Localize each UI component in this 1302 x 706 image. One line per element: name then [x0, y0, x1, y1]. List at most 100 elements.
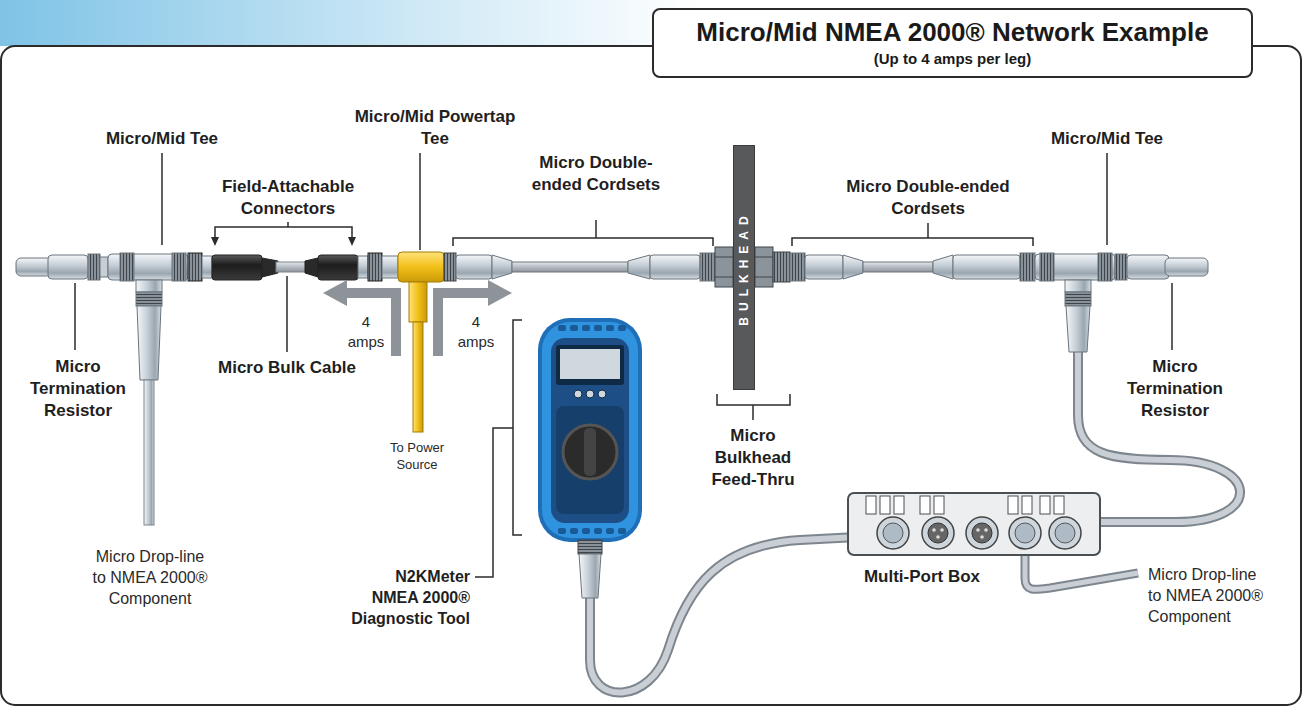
note: Micro Drop-line to NMEA 2000® Component	[1148, 565, 1270, 627]
multi-port-box	[940, 528, 944, 532]
multi-port-box	[980, 535, 984, 539]
double-ended-cordset	[628, 255, 650, 279]
double-ended-cordset	[492, 255, 512, 279]
bulkhead-nut	[715, 247, 733, 287]
multi-port-box	[866, 496, 1064, 514]
multi-port-box	[934, 496, 944, 514]
frame-panel	[1, 46, 1301, 705]
tee-connector	[1098, 253, 1112, 281]
field-attachable-connector	[305, 258, 318, 277]
powertap-tee	[409, 282, 427, 322]
double-ended-cordset	[805, 255, 843, 279]
n2kmeter-device	[558, 528, 566, 534]
bracket-arrowhead	[211, 237, 356, 246]
field-attachable-connector	[276, 262, 308, 272]
multi-port-box	[966, 517, 998, 549]
n2kmeter-device	[594, 325, 602, 331]
n2kmeter-device	[556, 406, 624, 514]
termination-resistor	[1115, 254, 1127, 280]
multi-port-box	[848, 493, 1100, 555]
double-ended-cordset	[700, 253, 715, 281]
diagram-title: Micro/Mid NMEA 2000® Network Example	[668, 16, 1237, 49]
drop-cable	[590, 536, 876, 693]
field-attachable-connector	[382, 256, 398, 278]
field-attachable-connector	[188, 253, 202, 281]
field-attachable-connector	[358, 256, 368, 278]
tee-connector	[1035, 254, 1115, 280]
double-ended-cordset	[650, 255, 700, 279]
multi-port-box	[928, 523, 992, 543]
multi-port-box	[894, 496, 904, 514]
leader-line	[752, 405, 754, 420]
bulkhead-nut	[715, 277, 733, 278]
leader-line	[419, 153, 421, 250]
n2kmeter-device	[570, 325, 578, 331]
double-ended-cordset	[790, 253, 805, 281]
leader-line	[595, 220, 597, 238]
leader-line	[717, 394, 790, 405]
multi-port-box	[1008, 496, 1018, 514]
n2kmeter-device	[618, 528, 626, 534]
drop-cable	[1078, 350, 1240, 522]
multi-port-box	[972, 523, 992, 543]
multi-port-box	[920, 496, 930, 514]
part-name: Micro/Mid Tee	[1051, 128, 1163, 150]
bracket-arrowhead	[348, 237, 356, 246]
n2kmeter-device	[594, 528, 602, 534]
powertap-tee	[413, 322, 423, 432]
multi-port-box	[880, 496, 890, 514]
note: Micro Drop-line to NMEA 2000® Component	[89, 547, 211, 609]
leader-line	[74, 283, 76, 350]
n2kmeter-device	[538, 318, 642, 598]
termination-resistor	[48, 255, 88, 279]
bulkhead-nut	[773, 252, 790, 282]
part-name: Micro Bulk Cable	[218, 357, 356, 379]
n2kmeter-device	[556, 345, 624, 385]
tee-connector	[144, 380, 154, 525]
part-name: Field-Attachable Connectors	[208, 176, 368, 220]
multi-port-box	[1054, 496, 1064, 514]
bulkhead-nut	[755, 277, 773, 278]
double-ended-cordset	[863, 262, 933, 272]
current-arrow	[323, 280, 347, 306]
current-rating: 4 amps	[344, 312, 388, 351]
bulkhead-nut	[755, 247, 773, 287]
drop-cable	[590, 350, 1240, 693]
powertap-tee	[398, 252, 456, 432]
leader-line	[927, 223, 929, 238]
drop-cable	[1078, 350, 1240, 522]
multi-port-box	[922, 517, 954, 549]
current-arrow	[488, 280, 512, 306]
leader-line	[792, 238, 1033, 246]
sky-band	[0, 0, 700, 46]
termination-resistor	[88, 254, 100, 280]
multi-port-box	[932, 528, 988, 539]
bulkhead-panel: BULKHEAD	[733, 145, 755, 390]
n2kmeter-device	[578, 540, 602, 554]
tee-connector	[1040, 253, 1054, 281]
multi-port-box	[877, 517, 909, 549]
tee-connector	[120, 253, 134, 281]
tee-connector	[136, 292, 162, 306]
field-attachable-connector	[212, 255, 262, 280]
n2kmeter-device	[606, 325, 614, 331]
n2kmeter-device	[542, 322, 638, 538]
n2kmeter-device	[618, 325, 626, 331]
leader-line	[287, 222, 289, 227]
leader-line	[1106, 153, 1108, 245]
n2kmeter-device	[560, 349, 620, 379]
n2kmeter-device	[538, 318, 642, 542]
part-name: N2KMeter NMEA 2000® Diagnostic Tool	[348, 567, 470, 629]
n2kmeter-device	[582, 528, 590, 534]
field-attachable-connector	[318, 255, 358, 280]
leader-line	[286, 276, 288, 352]
n2kmeter-device	[579, 554, 601, 598]
leader-line	[513, 320, 522, 535]
multi-port-box	[1055, 523, 1075, 543]
n2kmeter-device	[558, 325, 566, 331]
part-name: Micro Double-ended Cordsets	[828, 176, 1028, 220]
double-ended-cordset	[843, 255, 863, 279]
field-attachable-connector	[368, 253, 382, 281]
